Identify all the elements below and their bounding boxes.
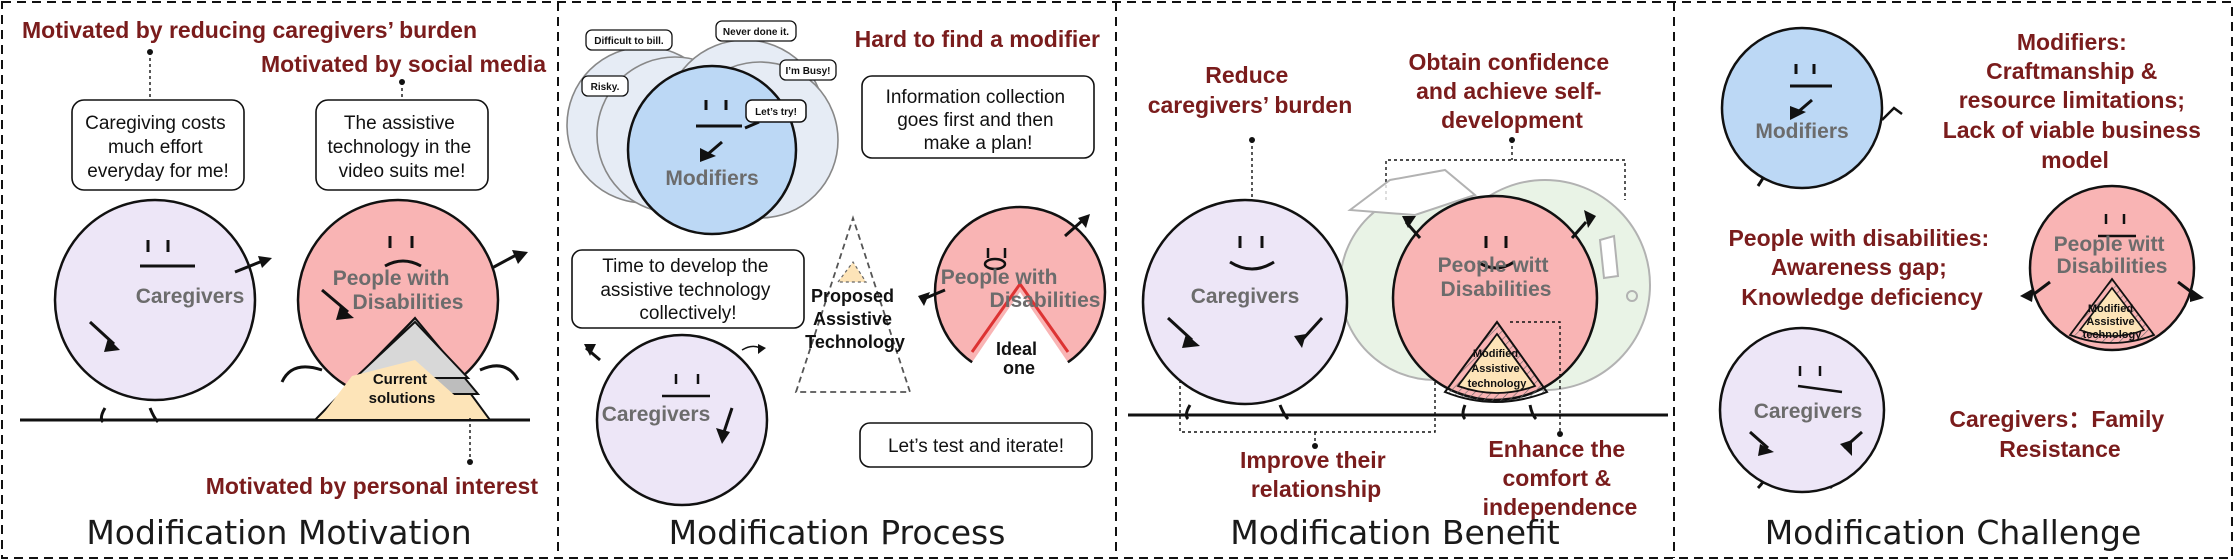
mini-bubble	[779, 59, 837, 81]
pwd-character-challenge: People witt Disabilities Modified Assist…	[2020, 184, 2204, 352]
leader-dot	[399, 79, 405, 85]
leader-dot	[1312, 443, 1318, 449]
annotation-modifiers-challenge: Modifiers: Craftmanship & resource limit…	[1943, 29, 2208, 173]
panel-title: Modification Motivation	[86, 513, 471, 552]
mini-bubble-text: Never done it.	[723, 27, 789, 38]
leader-dot	[1249, 137, 1255, 143]
caregiver-character-process: Caregivers	[584, 333, 769, 507]
pwd-label: People with Disabilities	[941, 266, 1101, 312]
annotation-personal-interest: Motivated by personal interest	[206, 473, 539, 499]
arrow-head	[758, 344, 766, 354]
modifier-character-challenge: Modifiers	[1720, 26, 1903, 190]
pwd-character: People with Disabilities	[280, 198, 528, 402]
modified-at-label: Modified Assistive technology	[1468, 348, 1528, 390]
speech-bubble-text: Let’s test and iterate!	[888, 436, 1064, 457]
modified-at-label: Modified Assistive technology	[2083, 303, 2143, 341]
mini-bubble	[745, 99, 807, 123]
pwd-label: People with Disabilities	[333, 267, 464, 314]
modifiers-label: Modifiers	[1755, 120, 1848, 143]
annotation-reduce-burden: Reduce caregivers’ burden	[1148, 62, 1353, 118]
caregiver-character-challenge: Caregivers	[1718, 326, 1886, 494]
annotation-relationship: Improve their relationship	[1240, 447, 1392, 502]
mini-bubble-text: Risky.	[591, 82, 620, 93]
annotation-comfort: Enhance the comfort & independence	[1483, 436, 1638, 520]
proposed-at-label: Proposed Assistive Technology	[805, 286, 905, 352]
arrow	[741, 345, 761, 351]
annotation-burden: Motivated by reducing caregivers’ burden	[22, 17, 477, 43]
speech-bubble-time	[571, 249, 805, 329]
speech-bubble-info	[861, 75, 1095, 159]
panel-challenge: Modifiers Modifiers: Craftmanship & reso…	[1718, 26, 2208, 552]
mini-bubble	[585, 29, 673, 51]
ideal-one-label: Ideal one	[996, 339, 1042, 378]
current-solutions-stack: Current solutions	[312, 316, 492, 421]
mini-bubble	[581, 75, 629, 97]
caregivers-label: Caregivers	[602, 403, 711, 426]
pwd-label: People witt Disabilities	[2054, 233, 2171, 278]
pwd-character-process: People with Disabilities Ideal one	[918, 205, 1107, 380]
speech-bubble-pwd	[315, 99, 489, 191]
leader-dot	[147, 49, 153, 55]
speech-bubble-test	[859, 422, 1093, 468]
speech-bubble-text: Time to develop the assistive technology…	[600, 256, 775, 324]
leader-dot	[1557, 431, 1563, 437]
leader-dot	[467, 459, 473, 465]
annotation-confidence: Obtain confidence and achieve self- deve…	[1408, 49, 1615, 133]
current-solutions-label: Current solutions	[369, 371, 436, 407]
proposed-assistive-technology: Proposed Assistive Technology	[794, 215, 912, 393]
modifiers-label: Modifiers	[665, 167, 758, 190]
caregiver-character: Caregivers	[53, 198, 272, 424]
annotation-pwd-challenge: People with disabilities: Awareness gap;…	[1728, 225, 1995, 310]
speech-bubble-text: The assistive technology in the video su…	[328, 113, 477, 182]
mini-bubble-text: Difficult to bill.	[594, 36, 664, 47]
annotation-caregivers-challenge: Caregivers：Family Resistance	[1949, 406, 2170, 462]
bracket	[1179, 380, 1436, 433]
panel-benefit: Reduce caregivers’ burden Obtain confide…	[1128, 49, 1668, 552]
speech-bubble-text: Information collection goes first and th…	[886, 87, 1071, 154]
annotation-hard-to-find: Hard to find a modifier	[855, 26, 1100, 52]
pwd-character-benefit: People witt Disabilities Modified Assist…	[1391, 194, 1599, 421]
caregivers-label: Caregivers	[136, 285, 245, 308]
panel-process: Modifiers Difficult to bill. Never done …	[566, 20, 1107, 552]
speech-bubble-caregiver	[71, 99, 245, 191]
panel-title: Modification Challenge	[1765, 513, 2142, 552]
caregiver-character-benefit: Caregivers	[1141, 198, 1349, 421]
mini-bubble-text: I’m Busy!	[785, 66, 830, 77]
bracket	[1510, 321, 1561, 432]
mini-bubble	[715, 20, 797, 42]
pwd-label: People witt Disabilities	[1438, 254, 1555, 301]
panel-title: Modification Process	[669, 513, 1006, 552]
bracket	[1385, 159, 1626, 200]
leader-dot	[1509, 137, 1515, 143]
panel-title: Modification Benefit	[1230, 513, 1560, 552]
mini-bubble-text: Let’s try!	[755, 107, 797, 118]
caregivers-label: Caregivers	[1754, 400, 1863, 423]
annotation-social-media: Motivated by social media	[261, 51, 546, 77]
panel-motivation: Motivated by reducing caregivers’ burden…	[20, 17, 546, 552]
speech-bubble-text: Caregiving costs much effort everyday fo…	[85, 113, 231, 182]
caregivers-label: Caregivers	[1191, 285, 1300, 308]
